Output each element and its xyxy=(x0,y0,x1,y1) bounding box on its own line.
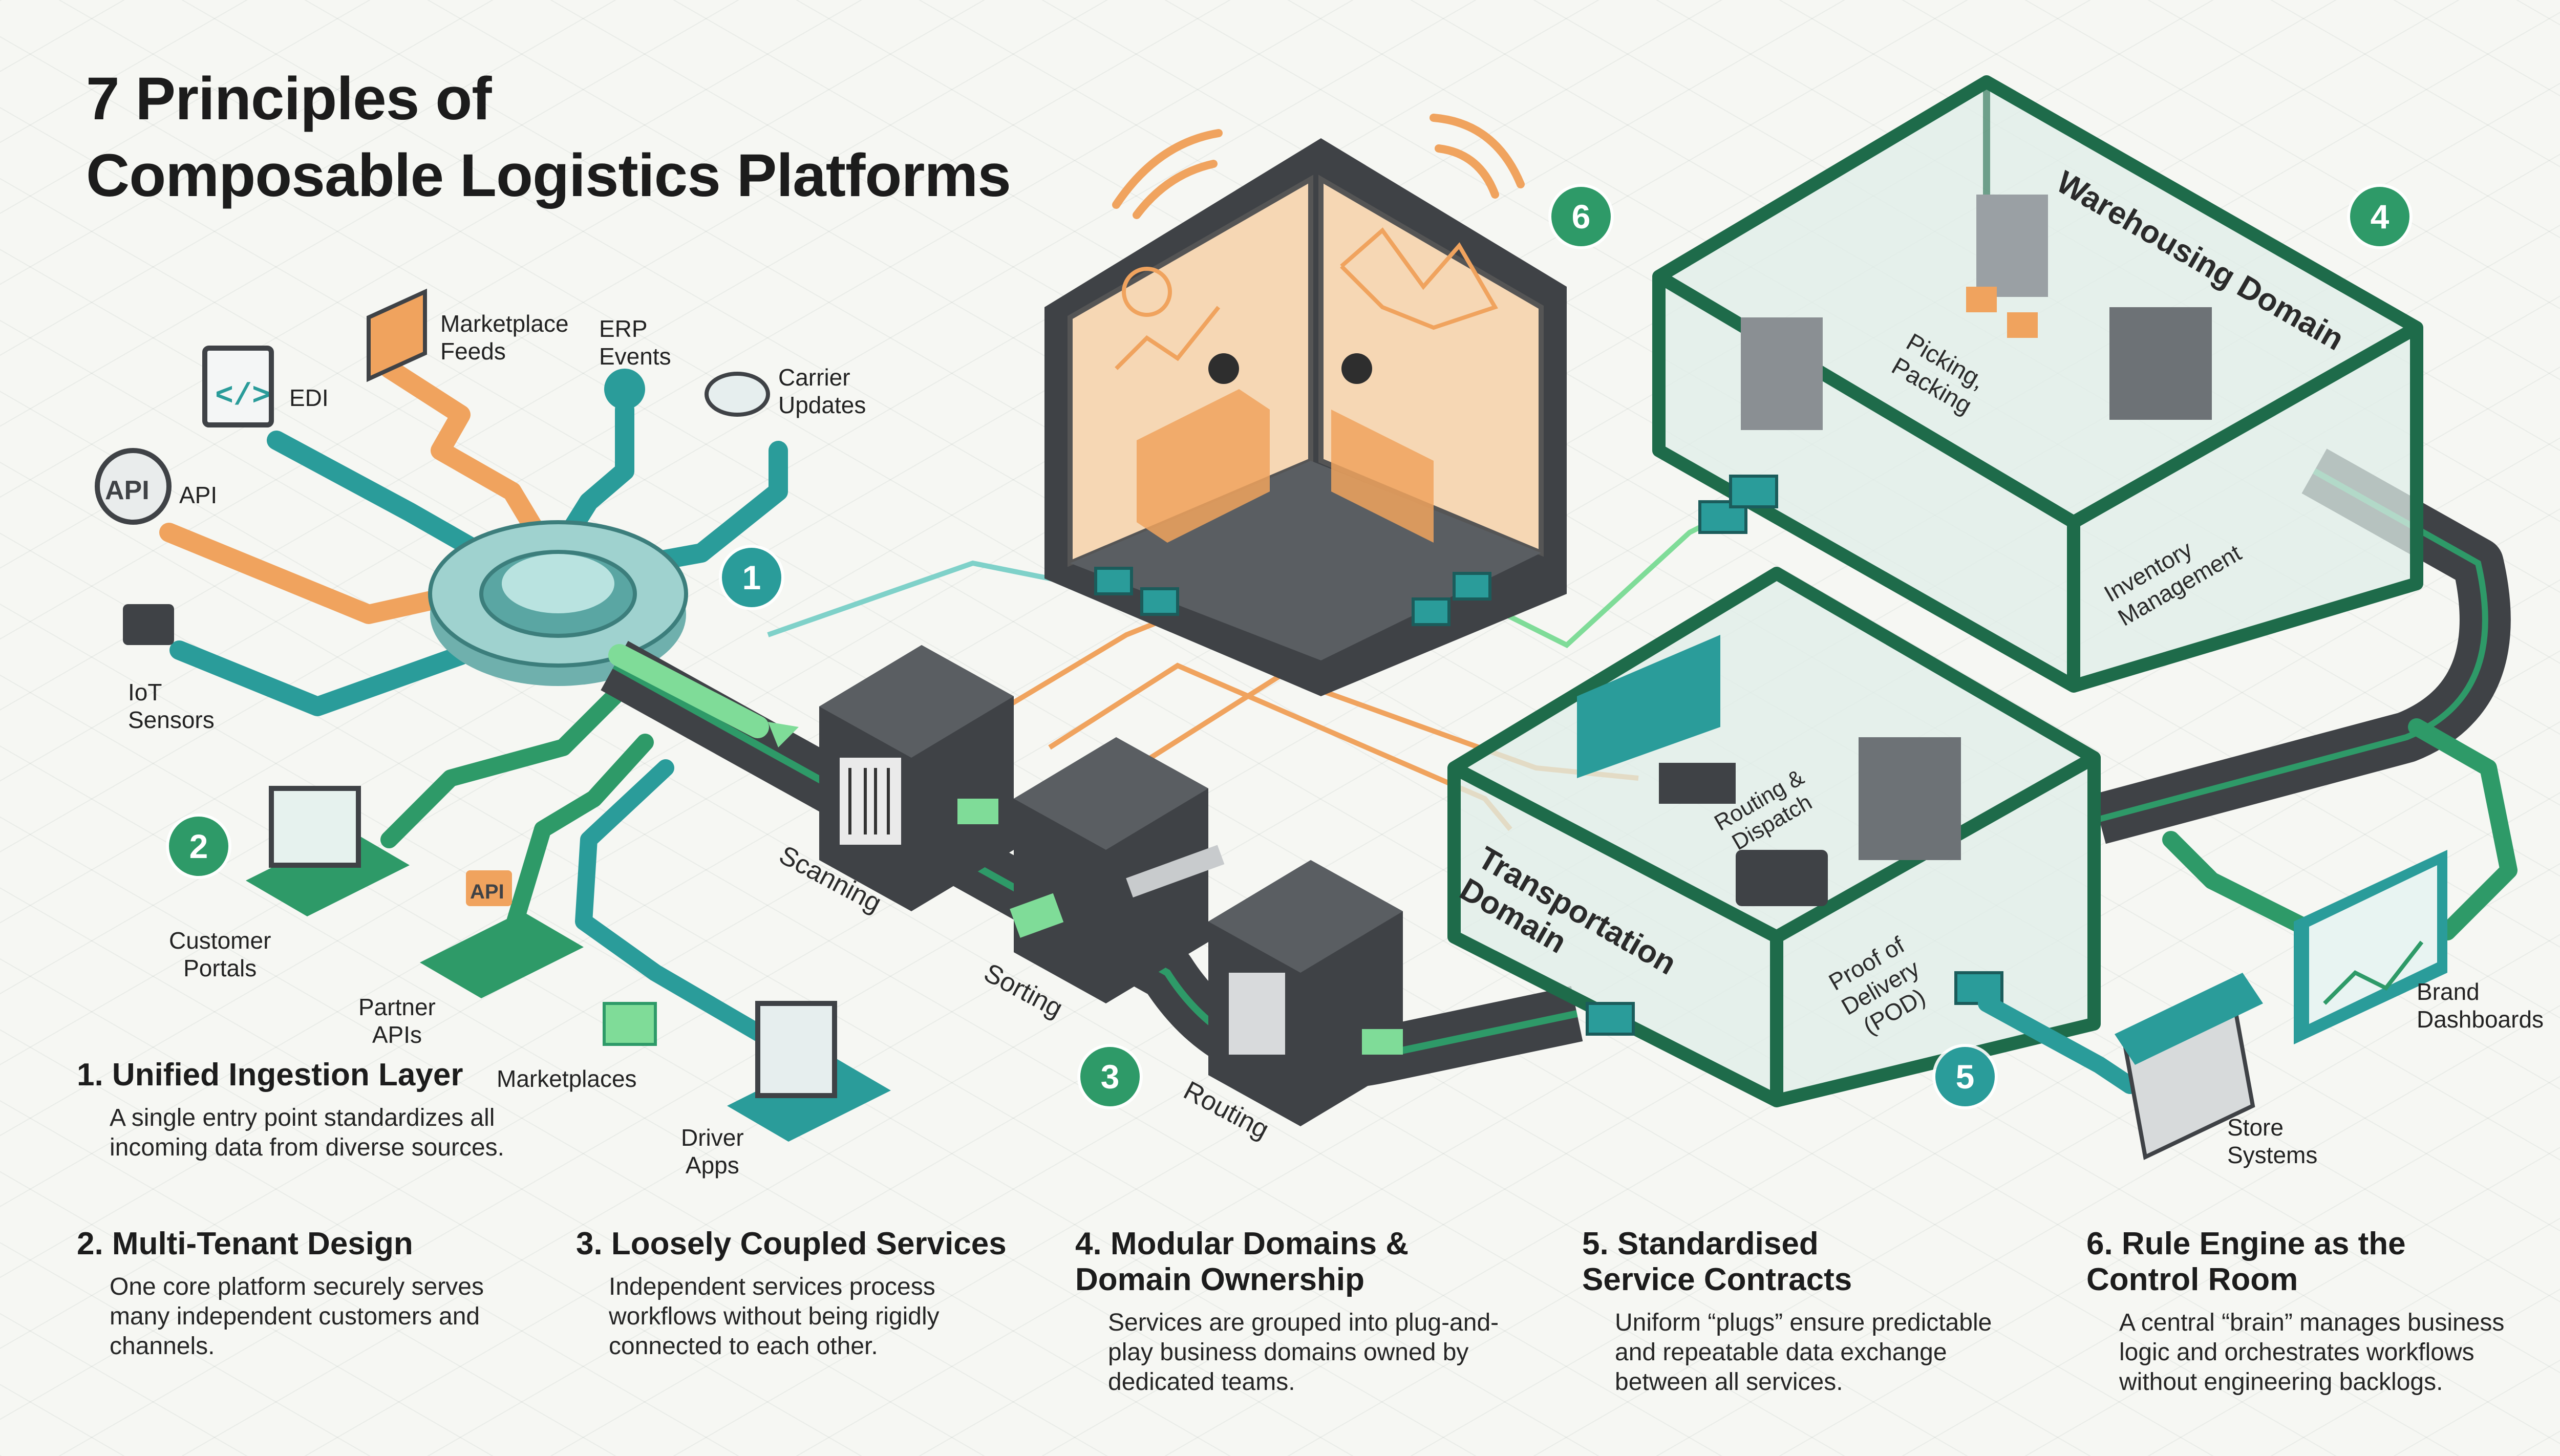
erp-icon xyxy=(604,369,645,410)
cloud-icon xyxy=(705,372,770,417)
svg-text:</>: </> xyxy=(215,379,270,414)
principle-3: 3. Loosely Coupled Services Independent … xyxy=(576,1226,1027,1361)
control-room xyxy=(1044,114,1567,696)
label-marketplace-feeds: Marketplace Feeds xyxy=(440,310,569,365)
marketplace-pipe xyxy=(379,359,552,552)
channel-pipes xyxy=(380,688,787,1053)
principle-6: 6. Rule Engine as the Control Room A cen… xyxy=(2086,1226,2547,1397)
badge-5: 5 xyxy=(1935,1047,1995,1106)
monitor-icon xyxy=(269,786,361,868)
title-line-1: 7 Principles of xyxy=(86,65,492,133)
principle-body: A single entry point standardizes all in… xyxy=(110,1104,504,1161)
label-store-systems: Store Systems xyxy=(2227,1114,2318,1168)
storefront-icon xyxy=(755,1001,837,1098)
sensor-icon xyxy=(123,604,174,645)
store-systems-device xyxy=(2115,973,2263,1160)
principle-body: One core platform securely serves many i… xyxy=(110,1273,484,1360)
principle-1: 1. Unified Ingestion Layer A single entr… xyxy=(77,1057,527,1163)
station-scanning xyxy=(819,645,1014,911)
map-icon xyxy=(1577,635,1720,778)
principle-title: 6. Rule Engine as the Control Room xyxy=(2086,1226,2406,1297)
page-title: 7 Principles of Composable Logistics Pla… xyxy=(86,60,1011,214)
storefront-icon xyxy=(367,288,427,382)
label-carrier-updates: Carrier Updates xyxy=(778,364,866,418)
carrier-pipe xyxy=(635,441,788,573)
station-routing xyxy=(1208,860,1403,1126)
code-icon xyxy=(202,346,274,427)
principle-title: 5. Standardised Service Contracts xyxy=(1582,1226,1852,1297)
label-customer-portals: Customer Portals xyxy=(169,927,271,981)
principle-title: 2. Multi-Tenant Design xyxy=(77,1226,413,1261)
principle-body: A central “brain” manages business logic… xyxy=(2119,1309,2505,1396)
storefront-icon xyxy=(2115,973,2263,1065)
source-icons: </> API xyxy=(95,288,770,645)
brand-dashboards-device xyxy=(2294,850,2447,1044)
label-driver-apps: Driver Apps xyxy=(681,1124,744,1179)
label-partner-apis: Partner APIs xyxy=(358,994,436,1048)
ingestion-hub xyxy=(428,520,688,686)
label-edi: EDI xyxy=(289,384,329,411)
chart-icon xyxy=(1115,227,1498,370)
label-api: API xyxy=(179,482,218,508)
channel-icons: API xyxy=(246,786,891,1142)
wifi-signal-icon xyxy=(1112,114,1525,219)
svg-text:API: API xyxy=(470,881,504,903)
principle-body: Services are grouped into plug-and-play … xyxy=(1108,1309,1499,1396)
badge-4: 4 xyxy=(2350,187,2409,246)
principle-5: 5. Standardised Service Contracts Unifor… xyxy=(1582,1226,2033,1397)
phone-icon xyxy=(1736,850,1828,906)
edi-pipe xyxy=(267,431,491,563)
package-icon xyxy=(603,1002,657,1046)
station-sorting xyxy=(1010,737,1225,1003)
principle-body: Independent services process workflows w… xyxy=(609,1273,940,1360)
iot-pipe xyxy=(169,640,471,716)
api-gear-icon xyxy=(95,448,172,525)
hand-pointer-icon xyxy=(466,870,512,906)
truck-icon xyxy=(1659,763,1736,804)
badge-1: 1 xyxy=(722,548,781,607)
principle-title: 4. Modular Domains & Domain Ownership xyxy=(1075,1226,1409,1297)
badge-2: 2 xyxy=(169,817,228,876)
principle-title: 1. Unified Ingestion Layer xyxy=(77,1057,463,1093)
label-brand-dashboards: Brand Dashboards xyxy=(2417,978,2544,1033)
principle-title: 3. Loosely Coupled Services xyxy=(576,1226,1007,1261)
badge-6: 6 xyxy=(1551,187,1611,246)
badge-3: 3 xyxy=(1080,1047,1140,1106)
label-iot-sensors: IoT Sensors xyxy=(128,679,215,733)
ingestion-pipes xyxy=(159,359,788,716)
principle-2: 2. Multi-Tenant Design One core platform… xyxy=(77,1226,527,1361)
principle-body: Uniform “plugs” ensure predictable and r… xyxy=(1615,1309,1992,1396)
title-line-2: Composable Logistics Platforms xyxy=(86,142,1011,209)
principle-4: 4. Modular Domains & Domain Ownership Se… xyxy=(1075,1226,1526,1397)
warehousing-domain-box xyxy=(1652,75,2423,693)
transportation-domain-box xyxy=(1447,475,2101,1107)
label-marketplaces: Marketplaces xyxy=(497,1065,637,1092)
svg-text:API: API xyxy=(105,476,150,505)
api-pipe xyxy=(159,523,471,624)
label-erp-events: ERP Events xyxy=(599,315,671,370)
